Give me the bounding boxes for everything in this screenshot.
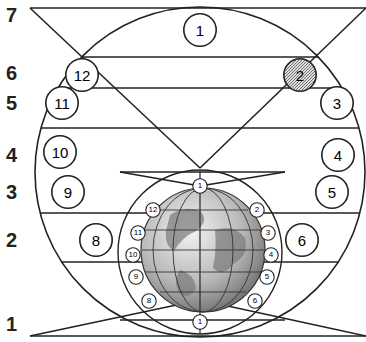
numbered-circle: 5	[259, 269, 275, 285]
numbered-circle: 4	[263, 247, 279, 263]
numbered-circle: 6	[247, 293, 263, 309]
circle-number: 2	[249, 202, 265, 218]
row-number: 4	[6, 145, 17, 165]
circle-number: 1	[192, 178, 208, 194]
circle-number: 4	[263, 247, 279, 263]
numbered-circle: 4	[321, 138, 355, 172]
circle-number: 6	[247, 293, 263, 309]
circle-number: 6	[285, 223, 319, 257]
numbered-circle: 6	[285, 223, 319, 257]
row-number: 2	[6, 230, 17, 250]
row-number: 5	[6, 93, 17, 113]
row-number: 6	[6, 63, 17, 83]
numbered-circle: 1	[192, 314, 208, 330]
circle-number: 9	[128, 269, 144, 285]
numbered-circle: 8	[141, 293, 157, 309]
numbered-circle: 2	[249, 202, 265, 218]
numbered-circle: 10	[43, 135, 77, 169]
circle-number: 10	[125, 247, 141, 263]
numbered-circle: 9	[51, 175, 85, 209]
circle-number: 11	[130, 225, 146, 241]
circle-number: 12	[65, 58, 99, 92]
circle-number: 1	[183, 13, 217, 47]
numbered-circle: 12	[145, 202, 161, 218]
row-number: 7	[6, 5, 17, 25]
numbered-circle: 8	[79, 223, 113, 257]
circle-number: 5	[259, 269, 275, 285]
circle-number: 1	[192, 314, 208, 330]
numbered-circle: 1	[192, 178, 208, 194]
row-number: 1	[6, 314, 17, 334]
row-number: 3	[6, 182, 17, 202]
numbered-circle: 11	[130, 225, 146, 241]
circle-number: 3	[260, 225, 276, 241]
numbered-circle: 9	[128, 269, 144, 285]
numbered-circle: 11	[45, 86, 79, 120]
numbered-circle: 1	[183, 13, 217, 47]
circle-number: 11	[45, 86, 79, 120]
circle-number: 10	[43, 135, 77, 169]
numbered-circle: 5	[315, 175, 349, 209]
circle-number: 8	[79, 223, 113, 257]
numbered-circle: 10	[125, 247, 141, 263]
circle-number: 9	[51, 175, 85, 209]
numbered-circle: 3	[260, 225, 276, 241]
circle-number: 3	[320, 86, 354, 120]
numbered-circle: 3	[320, 86, 354, 120]
circle-number: 12	[145, 202, 161, 218]
circle-number: 8	[141, 293, 157, 309]
circle-number: 4	[321, 138, 355, 172]
numbered-circle: 2	[283, 58, 317, 92]
circle-number: 5	[315, 175, 349, 209]
circle-number: 2	[283, 58, 317, 92]
numbered-circle: 12	[65, 58, 99, 92]
